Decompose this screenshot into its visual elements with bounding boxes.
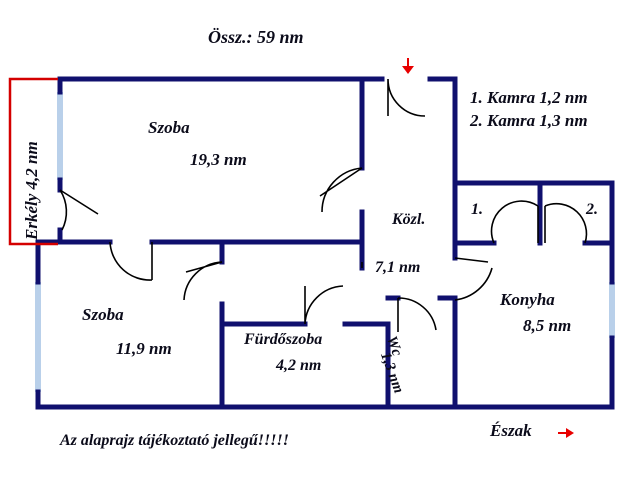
legend-kamra2: 2. Kamra 1,3 nm xyxy=(470,111,588,130)
room-area-room2: 11,9 nm xyxy=(116,339,172,358)
room-area-kitchen: 8,5 nm xyxy=(523,316,572,335)
door-balcony xyxy=(59,189,99,231)
total-area-title: Össz.: 59 nm xyxy=(208,27,304,47)
door-living xyxy=(319,167,363,213)
door-bath xyxy=(304,285,344,325)
room-name-kamra1: 1. xyxy=(471,201,483,218)
room-name-kamra2: 2. xyxy=(586,201,598,218)
door-entrance xyxy=(387,78,426,117)
room-area-bathroom: 4,2 nm xyxy=(276,357,322,374)
disclaimer-note: Az alaprajz tájékoztató jellegű!!!!! xyxy=(60,432,289,449)
door-kamra2 xyxy=(544,202,588,244)
north-label: Észak xyxy=(490,421,532,440)
door-wc xyxy=(397,297,437,332)
legend-kamra1: 1. Kamra 1,2 nm xyxy=(470,88,588,107)
room-name-living: Szoba xyxy=(148,118,190,137)
door-kitchen xyxy=(454,257,493,301)
doors xyxy=(59,78,588,332)
windows xyxy=(35,92,615,392)
door-room2 xyxy=(109,241,153,281)
room-name-bathroom: Fürdőszoba xyxy=(244,331,323,348)
balcony-label: Erkély 4,2 nm xyxy=(22,141,41,240)
room-name-kitchen: Konyha xyxy=(500,290,555,309)
room-name-hall: Közl. xyxy=(392,211,426,228)
room-name-room2: Szoba xyxy=(82,305,124,324)
room-area-hall: 7,1 nm xyxy=(375,259,421,276)
door-kamra1 xyxy=(490,200,539,244)
door-hall-room2 xyxy=(183,261,223,301)
north-arrow-icon xyxy=(558,428,574,438)
entrance-arrow-icon xyxy=(402,58,414,74)
balcony-outline xyxy=(8,77,58,246)
room-area-living: 19,3 nm xyxy=(190,150,247,169)
walls xyxy=(35,76,615,410)
